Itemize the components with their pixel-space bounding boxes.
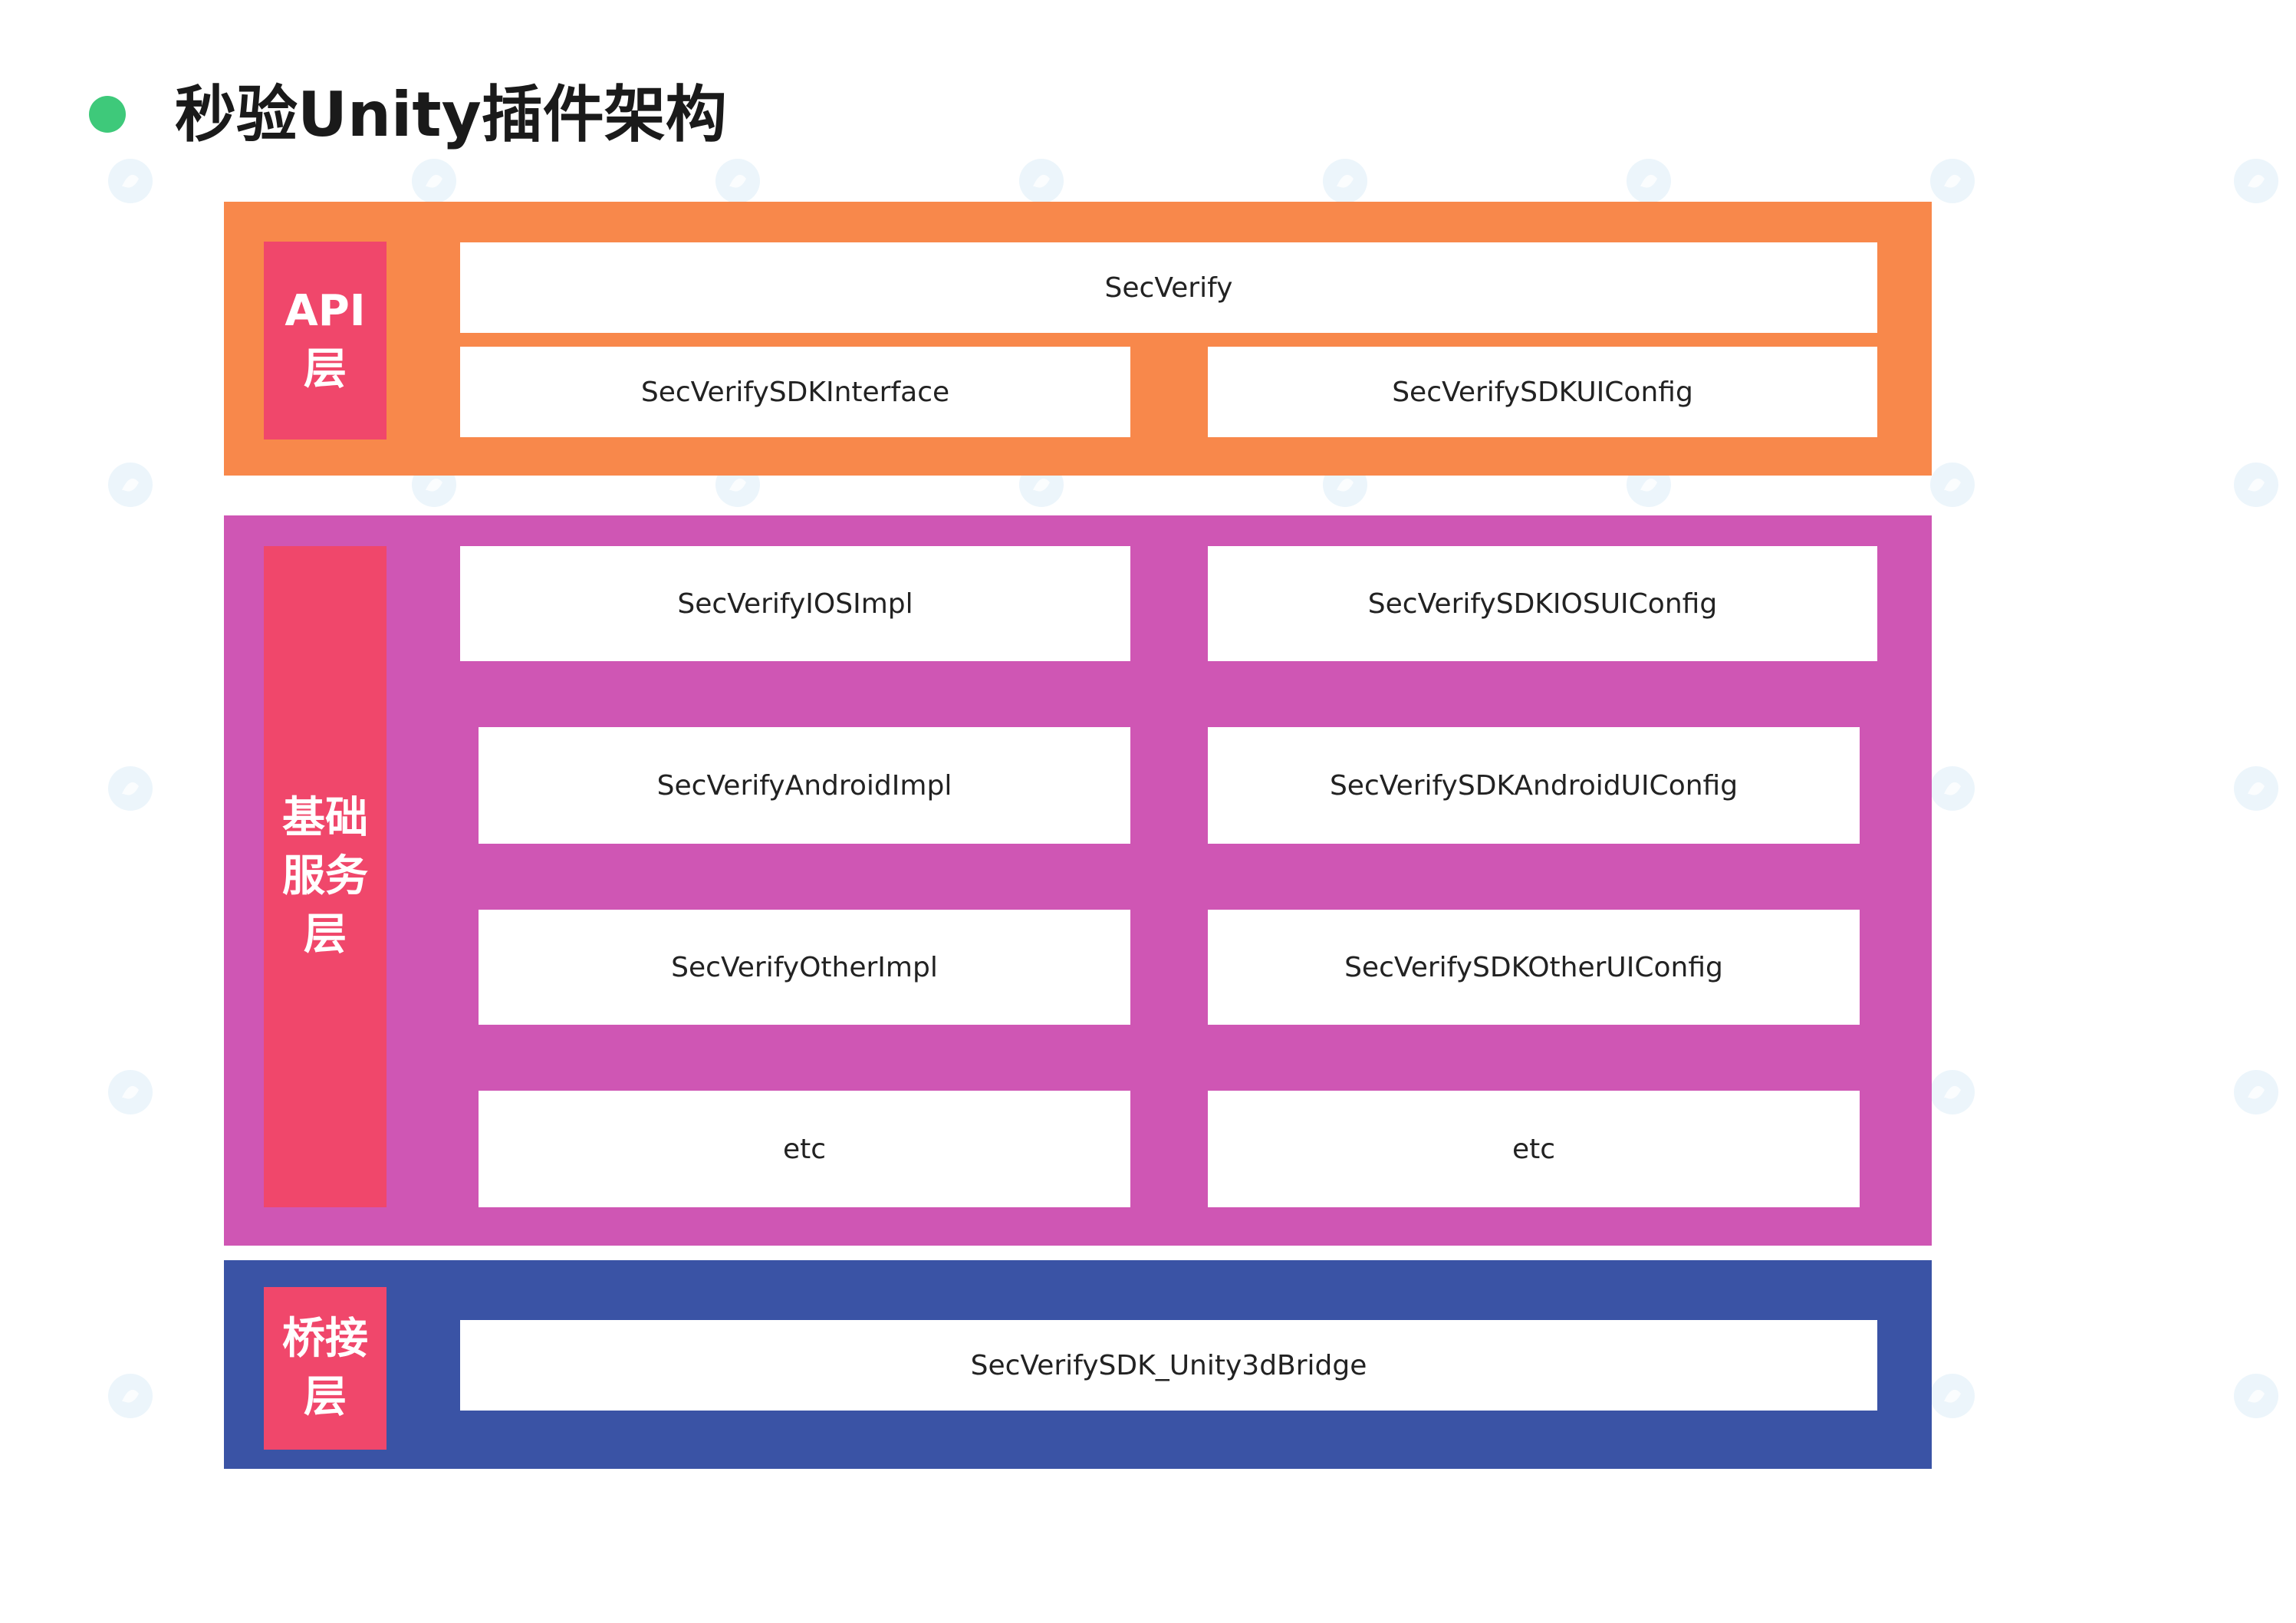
yitu-logo-icon: [412, 159, 456, 203]
box-android-ui-config: SecVerifySDKAndroidUIConfig: [1208, 727, 1860, 844]
yitu-logo-icon: [108, 159, 153, 203]
api-layer-label-text: API层: [285, 286, 366, 394]
yitu-logo-icon: [2234, 1374, 2278, 1418]
yitu-logo-icon: [1930, 463, 1975, 507]
box-unity3d-bridge: SecVerifySDK_Unity3dBridge: [460, 1320, 1877, 1411]
box-sdk-ui-config: SecVerifySDKUIConfig: [1208, 347, 1877, 437]
yitu-logo-icon: [1930, 1374, 1975, 1418]
yitu-logo-icon: [1019, 159, 1064, 203]
api-layer-label: API层: [264, 242, 387, 439]
box-etc-left: etc: [479, 1091, 1130, 1207]
box-secverify: SecVerify: [460, 242, 1877, 333]
box-android-impl: SecVerifyAndroidImpl: [479, 727, 1130, 844]
yitu-logo-icon: [108, 1374, 153, 1418]
yitu-logo-icon: [1323, 159, 1367, 203]
yitu-logo-icon: [108, 463, 153, 507]
yitu-logo-icon: [1930, 159, 1975, 203]
yitu-logo-icon: [2234, 463, 2278, 507]
bridge-layer-label: 桥接层: [264, 1287, 387, 1450]
yitu-logo-icon: [108, 1070, 153, 1114]
box-other-impl: SecVerifyOtherImpl: [479, 910, 1130, 1025]
box-sdk-interface: SecVerifySDKInterface: [460, 347, 1130, 437]
title-bullet-dot: [89, 96, 126, 133]
box-ios-ui-config: SecVerifySDKIOSUIConfig: [1208, 546, 1877, 661]
base-layer-label-text: 基础服务层: [282, 793, 368, 960]
box-other-ui-config: SecVerifySDKOtherUIConfig: [1208, 910, 1860, 1025]
yitu-logo-icon: [1627, 159, 1671, 203]
yitu-logo-icon: [1930, 766, 1975, 811]
yitu-logo-icon: [1930, 1070, 1975, 1114]
base-layer-label: 基础服务层: [264, 546, 387, 1207]
bridge-layer-label-text: 桥接层: [282, 1314, 368, 1422]
yitu-logo-icon: [2234, 766, 2278, 811]
base-service-layer: 基础服务层 SecVerifyIOSImpl SecVerifySDKIOSUI…: [224, 515, 1932, 1246]
box-etc-right: etc: [1208, 1091, 1860, 1207]
api-layer: API层 SecVerify SecVerifySDKInterface Sec…: [224, 202, 1932, 476]
yitu-logo-icon: [2234, 1070, 2278, 1114]
page-title: 秒验Unity插件架构: [175, 79, 727, 150]
yitu-logo-icon: [2234, 159, 2278, 203]
yitu-logo-icon: [108, 766, 153, 811]
box-ios-impl: SecVerifyIOSImpl: [460, 546, 1130, 661]
bridge-layer: 桥接层 SecVerifySDK_Unity3dBridge: [224, 1260, 1932, 1469]
yitu-logo-icon: [715, 159, 760, 203]
